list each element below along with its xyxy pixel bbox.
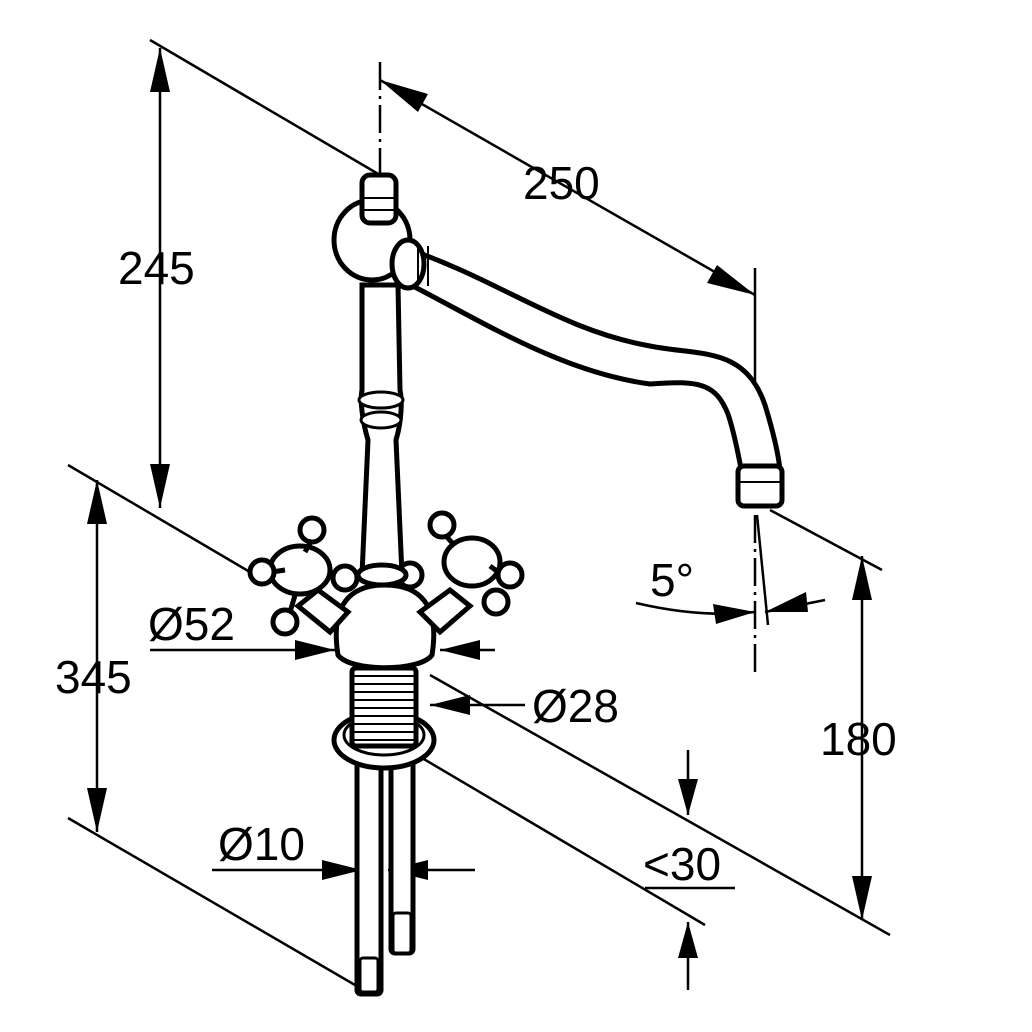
label-body-diameter: Ø52: [148, 598, 235, 650]
label-counter-thickness: <30: [643, 838, 721, 890]
extension-lines: [67, 38, 891, 987]
label-thread-diameter: Ø28: [532, 680, 619, 732]
label-spout-reach: 250: [523, 157, 600, 209]
left-cross-handle: [247, 515, 360, 637]
dimension-lines: [87, 48, 872, 990]
label-total-height: 345: [55, 651, 132, 703]
label-pipe-diameter: Ø10: [218, 818, 305, 870]
dimension-labels: 245 250 345 180 5° Ø52 Ø28 Ø10 <30: [55, 157, 897, 890]
faucet-body: [247, 172, 785, 997]
label-spout-angle: 5°: [650, 554, 694, 606]
thread-lines: [354, 675, 414, 741]
label-outlet-height: 180: [820, 713, 897, 765]
label-spout-height: 245: [118, 242, 195, 294]
